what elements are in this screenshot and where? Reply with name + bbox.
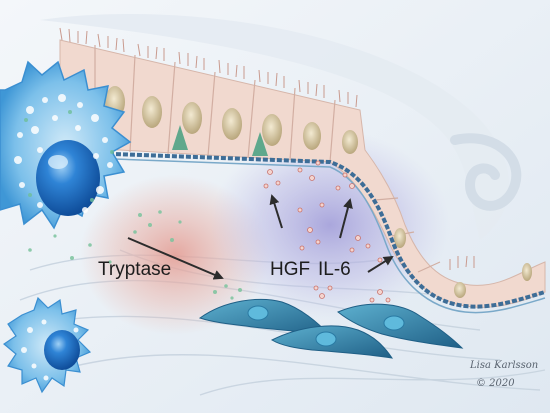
il6-arrow: [339, 198, 353, 239]
background-swirl: [40, 14, 509, 240]
tryptase-granules: [28, 210, 242, 300]
artist-signature: Lisa Karlsson: [469, 360, 538, 371]
il6-side-arrow: [367, 255, 394, 273]
fibroblast: [337, 303, 464, 349]
epithelial-layer: [59, 39, 546, 308]
cytokine-glow: [210, 130, 450, 320]
arrows: [127, 194, 394, 280]
fibroblast: [270, 325, 394, 359]
copyright-year: © 2020: [476, 378, 515, 389]
mast-cell-nucleus: [36, 140, 100, 216]
fibroblast: [198, 298, 332, 337]
tryptase-label: Tryptase: [98, 259, 171, 280]
cilia: [59, 27, 475, 270]
goblet-cell: [172, 125, 188, 150]
mast-cell-small: [2, 296, 92, 394]
fibroblast-nucleus: [247, 305, 269, 321]
background-swirl-2: [450, 133, 522, 211]
il6-label: IL-6: [318, 259, 351, 280]
cytokine-granules: [263, 160, 391, 303]
basement-membrane: [59, 150, 546, 309]
mast-cell-small-nucleus: [44, 330, 80, 370]
fibroblast-nucleus: [315, 331, 337, 347]
tryptase-arrow: [127, 237, 224, 280]
fibroblast-nucleus: [383, 315, 405, 331]
hgf-arrow: [269, 194, 283, 229]
fibroblasts: [198, 298, 464, 359]
hgf-label: HGF: [270, 259, 310, 280]
goblet-cell: [252, 132, 268, 156]
mast-cell-granules: [14, 94, 113, 213]
mast-cell-large: [0, 60, 132, 230]
basement-membrane-inner: [59, 156, 546, 314]
